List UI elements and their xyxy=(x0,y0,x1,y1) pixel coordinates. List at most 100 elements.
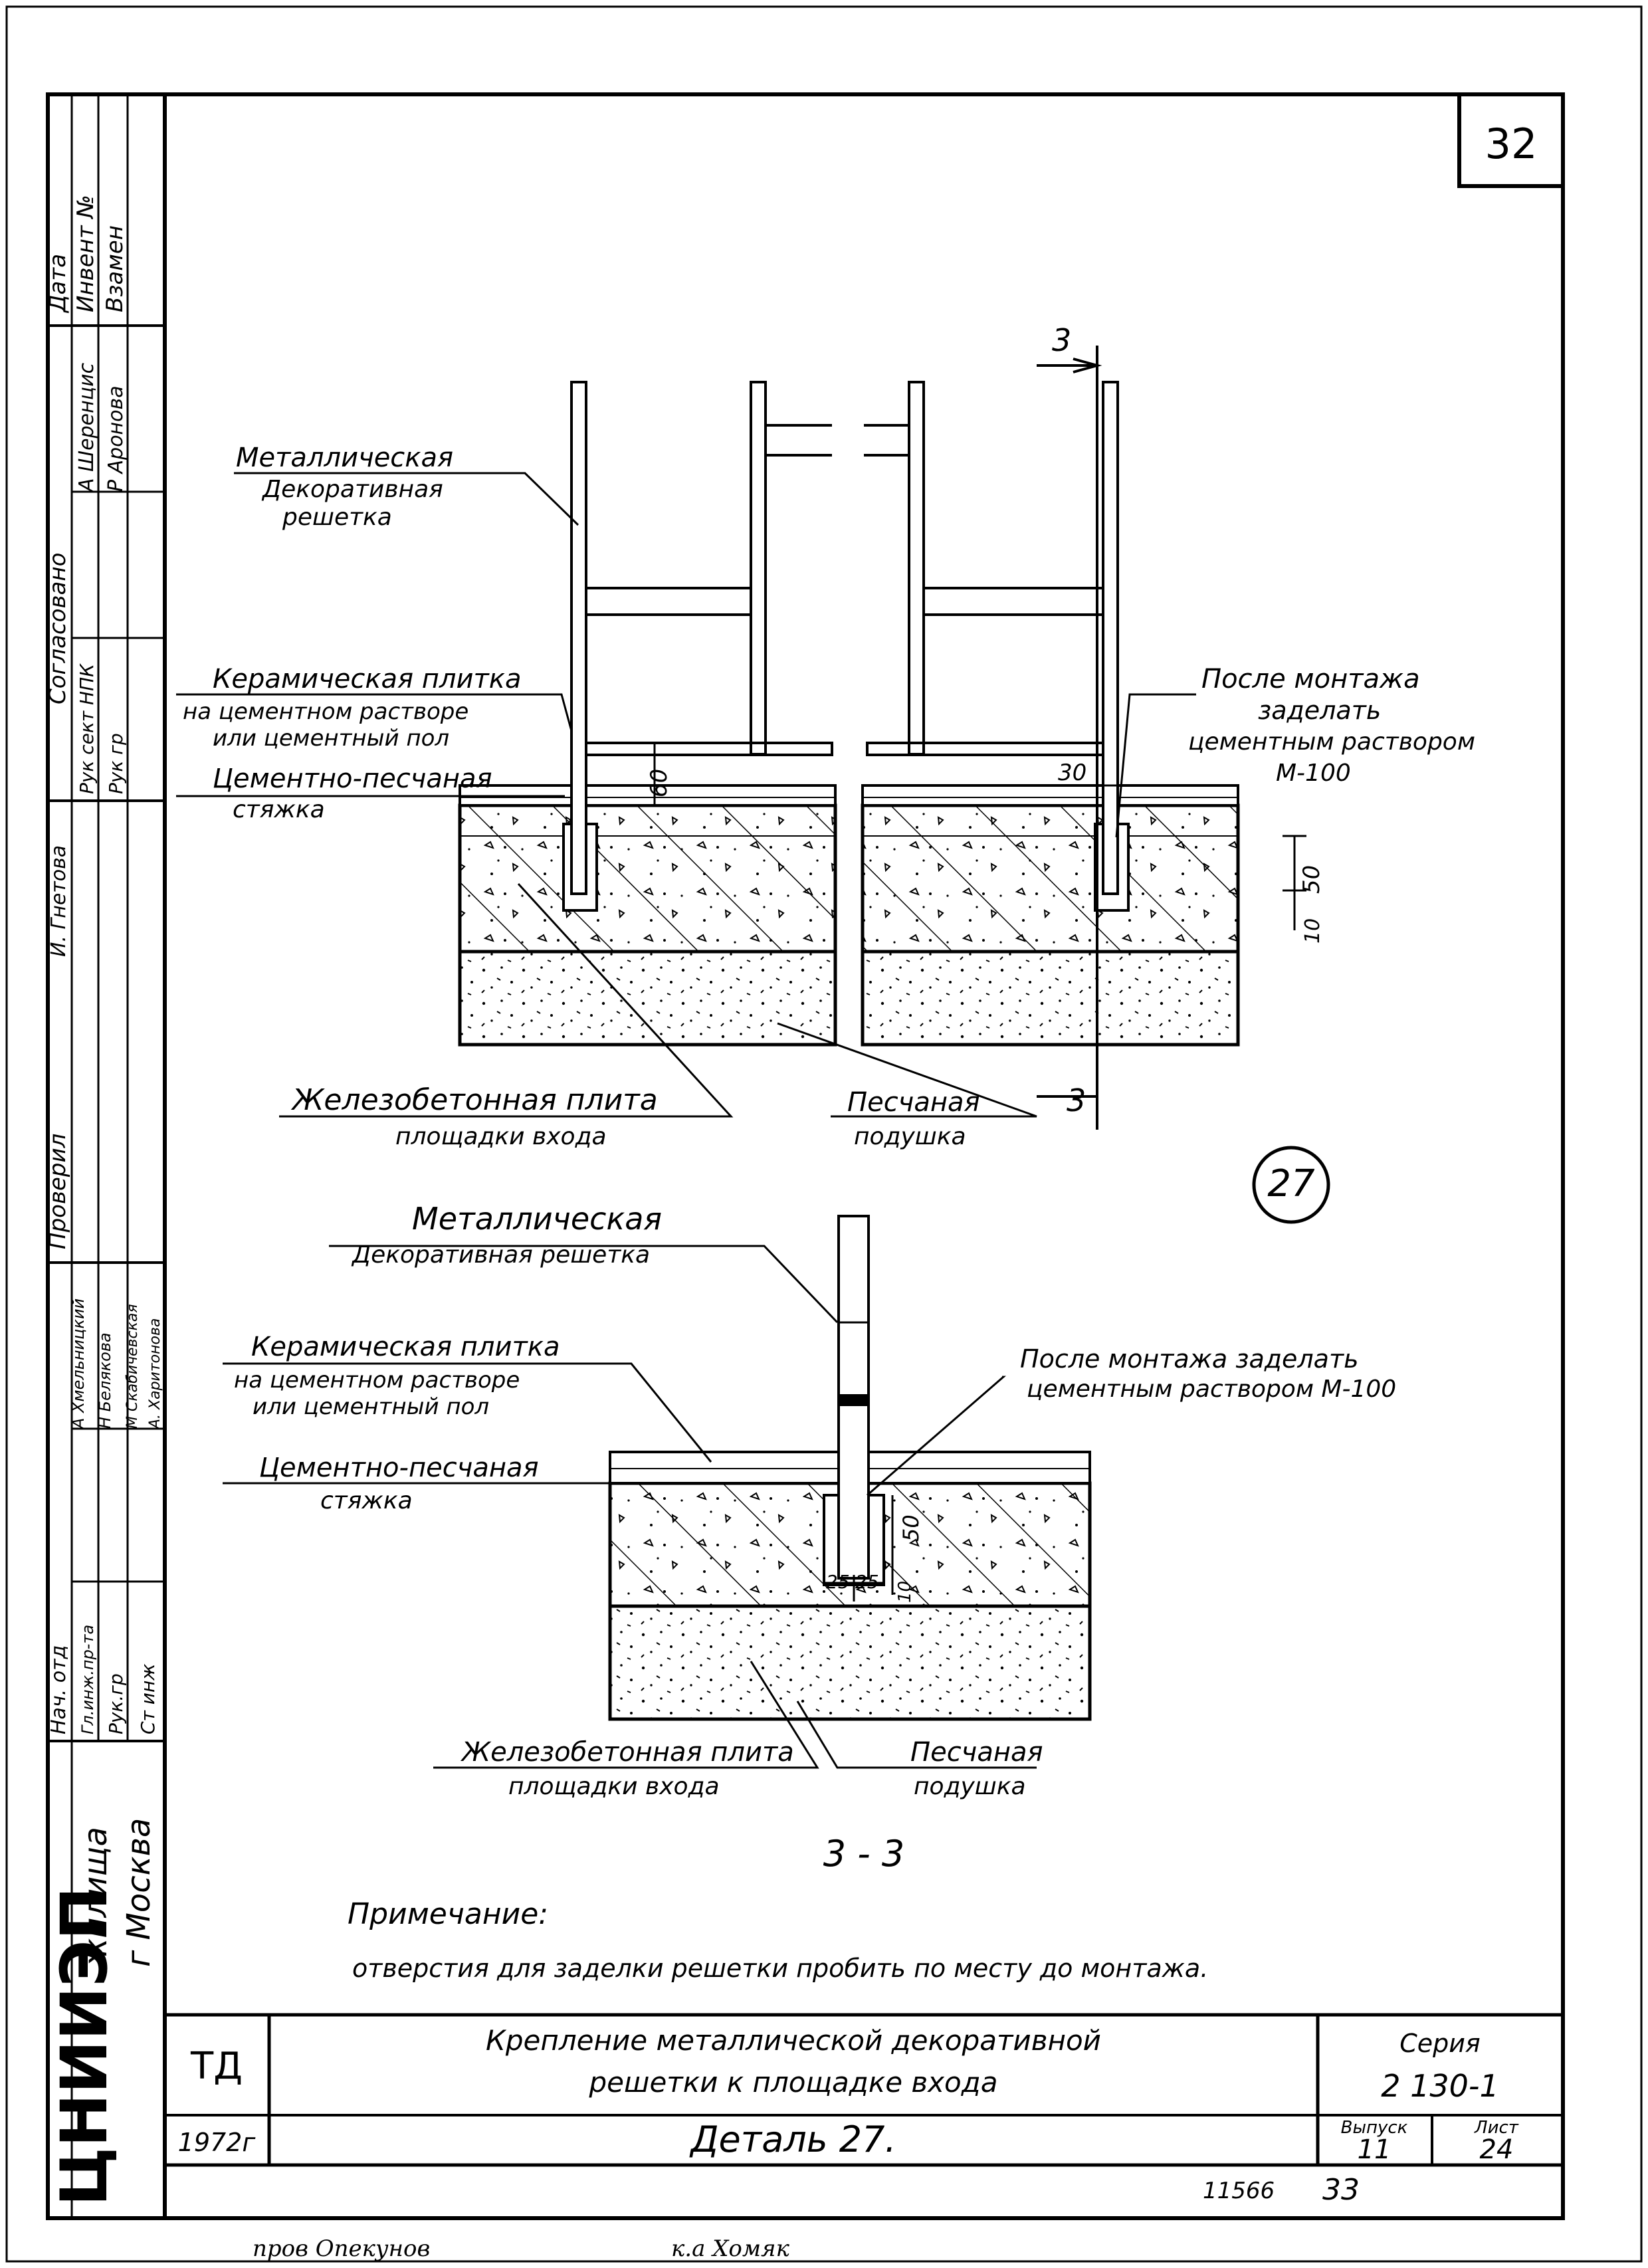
bottom-mortar-l1: После монтажа заделать xyxy=(1020,1344,1359,1374)
checked-name-2: Н Белякова xyxy=(96,1332,114,1429)
bottom-mortar-l2: цементным раствором М-100 xyxy=(1027,1376,1396,1403)
bottom-screed-l2: стяжка xyxy=(320,1487,413,1514)
top-grille-l1: Металлическая xyxy=(236,443,453,473)
top-screed-l2: стяжка xyxy=(233,796,325,823)
screed-right xyxy=(861,784,1239,807)
series-value: 2 130-1 xyxy=(1381,2068,1499,2104)
bottom-dim-25b: 25 xyxy=(855,1571,879,1593)
top-mortar-l1: После монтажа xyxy=(1201,664,1420,694)
note: Примечание: отверстия для заделки решетк… xyxy=(348,1897,1208,1983)
checked-name-4: А. Харитонова xyxy=(147,1318,163,1430)
approved-label: Согласовано xyxy=(45,553,71,704)
post-1 xyxy=(570,381,587,895)
footer: 11566 33 пров Опекунов к.а Хомяк xyxy=(253,2173,1360,2262)
detail-top-labels: Металлическая Декоративная решетка Керам… xyxy=(183,322,1475,1205)
rail-right xyxy=(922,587,1104,616)
page-number: 32 xyxy=(1485,120,1538,168)
top-tile-l2: на цементном растворе xyxy=(183,698,468,725)
footer-signature-1: пров Опекунов xyxy=(253,2235,430,2262)
bottom-number-right: 33 xyxy=(1322,2173,1360,2207)
org-logo: ЦНИИЭП xyxy=(47,1887,122,2206)
post-4 xyxy=(1102,381,1119,895)
footer-signature-2: к.а Хомяк xyxy=(671,2235,790,2262)
header-date: Дата xyxy=(45,254,71,314)
sheet-label: Лист xyxy=(1474,2118,1519,2138)
issue-label: Выпуск xyxy=(1341,2118,1408,2138)
title-line-2: решетки к площадке входа xyxy=(589,2066,998,2099)
bottom-sand-l1: Песчаная xyxy=(910,1737,1043,1768)
top-dim-30: 30 xyxy=(1058,760,1086,786)
bottom-tile-l1: Керамическая плитка xyxy=(251,1332,560,1362)
bottom-tile-l3: или цементный пол xyxy=(253,1393,489,1420)
td-label: ТД xyxy=(190,2045,243,2088)
bottom-dim-10: 10 xyxy=(895,1581,915,1603)
bottom-grille-l1: Металлическая xyxy=(412,1201,662,1237)
rail-left xyxy=(585,587,752,616)
top-slab-l2: площадки входа xyxy=(395,1123,607,1150)
bottom-sand-l2: подушка xyxy=(914,1773,1026,1800)
sand-right xyxy=(861,950,1240,1047)
top-screed-l1: Цементно-песчаная xyxy=(213,764,492,794)
side-stamp-text: Дата Инвент № Взамен Согласовано А Шерен… xyxy=(45,195,163,2206)
role-3: Рук.гр xyxy=(105,1673,127,1734)
bottom-dim-50: 50 xyxy=(898,1514,924,1542)
checked-name-1: А Хмельницкий xyxy=(69,1298,88,1430)
detail-number: 27 xyxy=(1267,1162,1315,1205)
side-stamp xyxy=(48,94,165,2218)
bottom-screed-l1: Цементно-песчаная xyxy=(259,1453,539,1483)
top-section-mark-lower: 3 xyxy=(1067,1082,1086,1118)
approved-name-2: Р Аронова xyxy=(104,385,128,492)
bottom-tile-l2: на цементном растворе xyxy=(234,1367,520,1393)
post-3 xyxy=(908,381,925,756)
title-block xyxy=(165,2013,1563,2167)
top-dim-10: 10 xyxy=(1301,918,1324,944)
year: 1972г xyxy=(178,2128,257,2157)
top-section-mark-upper: 3 xyxy=(1052,322,1071,358)
issue-value: 11 xyxy=(1358,2134,1391,2165)
role-2: Гл.инж.пр-та xyxy=(78,1625,97,1734)
approved-role-1: Рук сект НПК xyxy=(76,663,98,794)
detail-top xyxy=(176,346,1330,1224)
top-grille-l2: Декоративная xyxy=(261,476,443,503)
detail-circle xyxy=(1252,1146,1330,1224)
role-1: Нач. отд xyxy=(47,1645,70,1734)
title-line-1: Крепление металлической декоративной xyxy=(486,2024,1101,2057)
top-mortar-l4: М-100 xyxy=(1276,760,1351,787)
sheet-frame xyxy=(5,5,1643,2263)
series-label: Серия xyxy=(1399,2029,1481,2058)
bottom-number-left: 11566 xyxy=(1203,2178,1275,2204)
detail-title: Деталь 27. xyxy=(689,2118,896,2160)
approved-role-2: Рук гр xyxy=(105,733,127,794)
top-sand-l1: Песчаная xyxy=(847,1087,980,1118)
detail-bottom xyxy=(223,1215,1092,1769)
approved-name-1: А Шеренцис xyxy=(75,362,98,493)
sheet-value: 24 xyxy=(1480,2134,1514,2165)
top-sand-l2: подушка xyxy=(854,1123,966,1150)
note-heading: Примечание: xyxy=(348,1897,548,1931)
header-inventory: Инвент № xyxy=(72,195,99,312)
bottom-slab-l1: Железобетонная плита xyxy=(460,1737,794,1768)
top-dim-50: 50 xyxy=(1298,865,1325,894)
sand-left xyxy=(458,950,837,1047)
post-2 xyxy=(750,381,767,756)
note-text: отверстия для заделки решетки пробить по… xyxy=(352,1954,1208,1983)
section-title: 3 - 3 xyxy=(823,1833,905,1875)
org-name: жилища xyxy=(77,1827,114,1968)
detail-bottom-labels: Металлическая Декоративная решетка Керам… xyxy=(234,1201,1396,1875)
org-city: г Москва xyxy=(120,1818,157,1967)
checked-label: Проверил xyxy=(45,1134,71,1249)
bottom-dim-25a: 25 xyxy=(826,1571,850,1593)
top-mortar-l3: цементным раствором xyxy=(1188,728,1475,756)
approved-person: И. Гнетова xyxy=(47,845,70,957)
top-dim-60: 60 xyxy=(646,769,672,797)
top-slab-l1: Железобетонная плита xyxy=(290,1083,658,1117)
sand-section xyxy=(608,1604,1092,1721)
top-mortar-l2: заделать xyxy=(1258,696,1381,725)
bottom-grille-l2: Декоративная решетка xyxy=(351,1241,650,1269)
role-4: Ст инж xyxy=(137,1664,159,1735)
top-tile-l1: Керамическая плитка xyxy=(213,664,521,694)
checked-name-3: М Скабичевская xyxy=(124,1304,141,1429)
title-block-text: ТД 1972г Крепление металлической декорат… xyxy=(178,2024,1519,2165)
top-tile-l3: или цементный пол xyxy=(213,725,449,752)
